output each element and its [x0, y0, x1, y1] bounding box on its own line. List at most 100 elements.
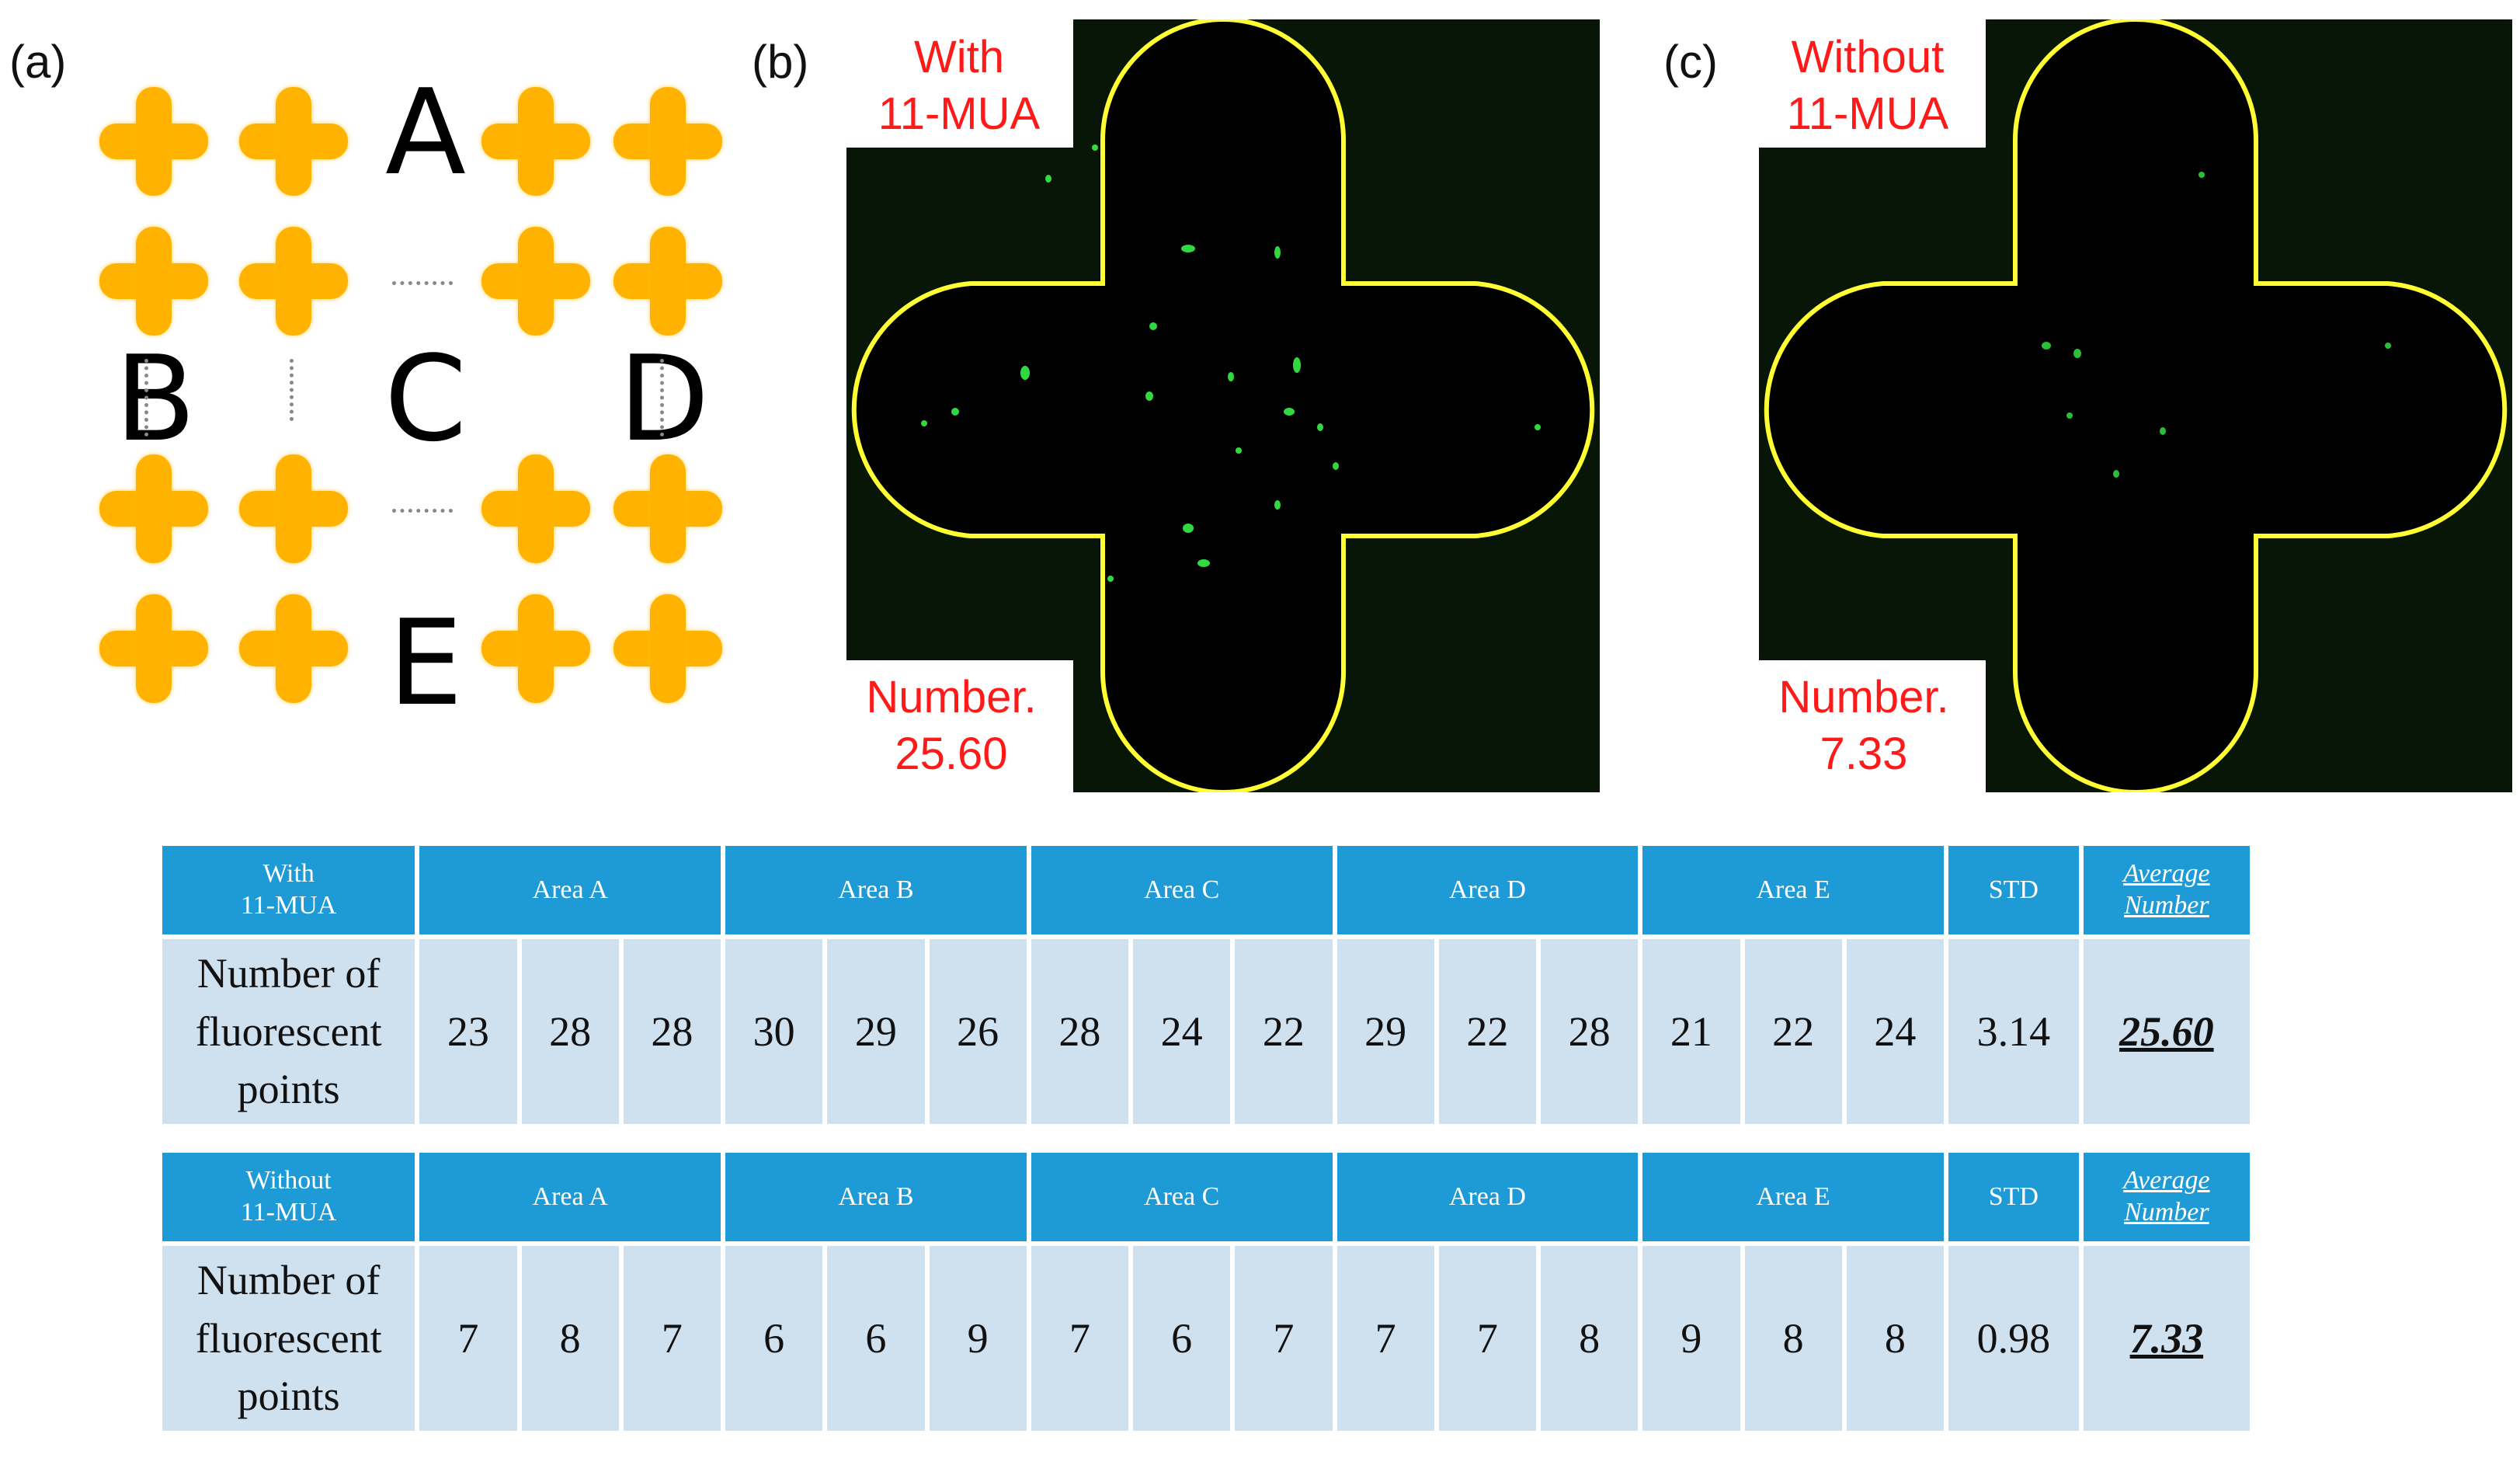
area-header: Area B — [725, 1153, 1027, 1241]
value-cell: 24 — [1133, 939, 1231, 1124]
cross-marker — [481, 594, 590, 703]
dotted-divider — [144, 359, 148, 437]
area-header: Area D — [1336, 1153, 1639, 1241]
average-value: 7.33 — [2083, 1246, 2250, 1431]
cross-marker — [99, 594, 208, 703]
value-cell: 7 — [1235, 1246, 1333, 1431]
area-header: Area C — [1031, 846, 1333, 934]
value-cell: 30 — [725, 939, 823, 1124]
area-header: Area A — [419, 846, 721, 934]
number-line: 7.33 — [1820, 728, 1908, 779]
value-cell: 8 — [521, 1246, 619, 1431]
value-cell: 7 — [1031, 1246, 1129, 1431]
cross-marker — [481, 87, 590, 196]
value-cell: 26 — [929, 939, 1027, 1124]
cross-marker — [239, 454, 348, 563]
condition-line: 11-MUA — [878, 88, 1041, 139]
panel-c-label: (c) — [1663, 36, 1718, 88]
number-label-without: Number. 7.33 — [1747, 670, 1980, 782]
cross-marker — [99, 454, 208, 563]
number-line: 25.60 — [895, 728, 1008, 779]
area-header: Area A — [419, 1153, 721, 1241]
area-letter-e: E — [388, 594, 464, 732]
cross-marker — [99, 227, 208, 336]
average-header: Average Number — [2083, 1153, 2250, 1241]
cross-marker — [239, 87, 348, 196]
table-header-row: With 11-MUA Area A Area B Area C Area D … — [162, 846, 2250, 934]
row-label: Number of fluorescent points — [162, 939, 415, 1124]
area-header: Area E — [1642, 846, 1945, 934]
value-cell: 6 — [1133, 1246, 1231, 1431]
number-label-with: Number. 25.60 — [835, 670, 1068, 782]
results-table-with: With 11-MUA Area A Area B Area C Area D … — [158, 841, 2254, 1129]
std-header: STD — [1948, 1153, 2079, 1241]
area-letter-d: D — [618, 330, 710, 468]
value-cell: 22 — [1438, 939, 1537, 1124]
value-cell: 28 — [521, 939, 619, 1124]
table-row: Number of fluorescent points 23 28 28 30… — [162, 939, 2250, 1124]
condition-label-with: With 11-MUA — [850, 30, 1068, 142]
fluorescence-image-without — [1759, 19, 2512, 792]
value-cell: 9 — [929, 1246, 1027, 1431]
value-cell: 8 — [1846, 1246, 1945, 1431]
cross-marker — [481, 454, 590, 563]
panel-a-label: (a) — [9, 36, 67, 88]
value-cell: 9 — [1642, 1246, 1740, 1431]
condition-header: With 11-MUA — [162, 846, 415, 934]
value-cell: 7 — [419, 1246, 517, 1431]
condition-line: 11-MUA — [1786, 88, 1949, 139]
condition-header: Without 11-MUA — [162, 1153, 415, 1241]
value-cell: 28 — [1541, 939, 1639, 1124]
cross-marker — [613, 87, 722, 196]
value-cell: 8 — [1744, 1246, 1842, 1431]
value-cell: 6 — [827, 1246, 925, 1431]
panel-b-label: (b) — [752, 36, 809, 88]
cross-marker — [613, 454, 722, 563]
cross-marker — [613, 594, 722, 703]
dotted-divider — [392, 509, 453, 513]
table-row: Number of fluorescent points 7 8 7 6 6 9… — [162, 1246, 2250, 1431]
cross-marker — [99, 87, 208, 196]
cross-marker — [239, 227, 348, 336]
dotted-divider — [660, 359, 664, 437]
row-label: Number of fluorescent points — [162, 1246, 415, 1431]
std-value: 3.14 — [1948, 939, 2079, 1124]
fluorescence-image-with — [846, 19, 1600, 792]
area-header: Area C — [1031, 1153, 1333, 1241]
condition-label-without: Without 11-MUA — [1759, 30, 1976, 142]
value-cell: 29 — [1336, 939, 1434, 1124]
average-value: 25.60 — [2083, 939, 2250, 1124]
value-cell: 24 — [1846, 939, 1945, 1124]
area-letter-c: C — [384, 330, 468, 468]
dotted-divider — [290, 359, 294, 421]
condition-line: With — [914, 32, 1004, 82]
value-cell: 28 — [623, 939, 721, 1124]
value-cell: 22 — [1744, 939, 1842, 1124]
number-line: Number. — [866, 672, 1037, 722]
std-header: STD — [1948, 846, 2079, 934]
value-cell: 21 — [1642, 939, 1740, 1124]
table-header-row: Without 11-MUA Area A Area B Area C Area… — [162, 1153, 2250, 1241]
value-cell: 29 — [827, 939, 925, 1124]
dotted-divider — [392, 281, 453, 285]
value-cell: 7 — [623, 1246, 721, 1431]
cross-marker — [613, 227, 722, 336]
results-table-without: Without 11-MUA Area A Area B Area C Area… — [158, 1148, 2254, 1435]
area-letter-a: A — [385, 64, 466, 201]
condition-line: Without — [1791, 32, 1945, 82]
std-value: 0.98 — [1948, 1246, 2079, 1431]
area-header: Area E — [1642, 1153, 1945, 1241]
value-cell: 6 — [725, 1246, 823, 1431]
value-cell: 23 — [419, 939, 517, 1124]
cross-marker — [481, 227, 590, 336]
value-cell: 7 — [1438, 1246, 1537, 1431]
number-line: Number. — [1778, 672, 1949, 722]
area-header: Area D — [1336, 846, 1639, 934]
cross-marker — [239, 594, 348, 703]
value-cell: 22 — [1235, 939, 1333, 1124]
value-cell: 7 — [1336, 1246, 1434, 1431]
value-cell: 28 — [1031, 939, 1129, 1124]
area-letter-b: B — [114, 330, 196, 468]
average-header: Average Number — [2083, 846, 2250, 934]
value-cell: 8 — [1541, 1246, 1639, 1431]
